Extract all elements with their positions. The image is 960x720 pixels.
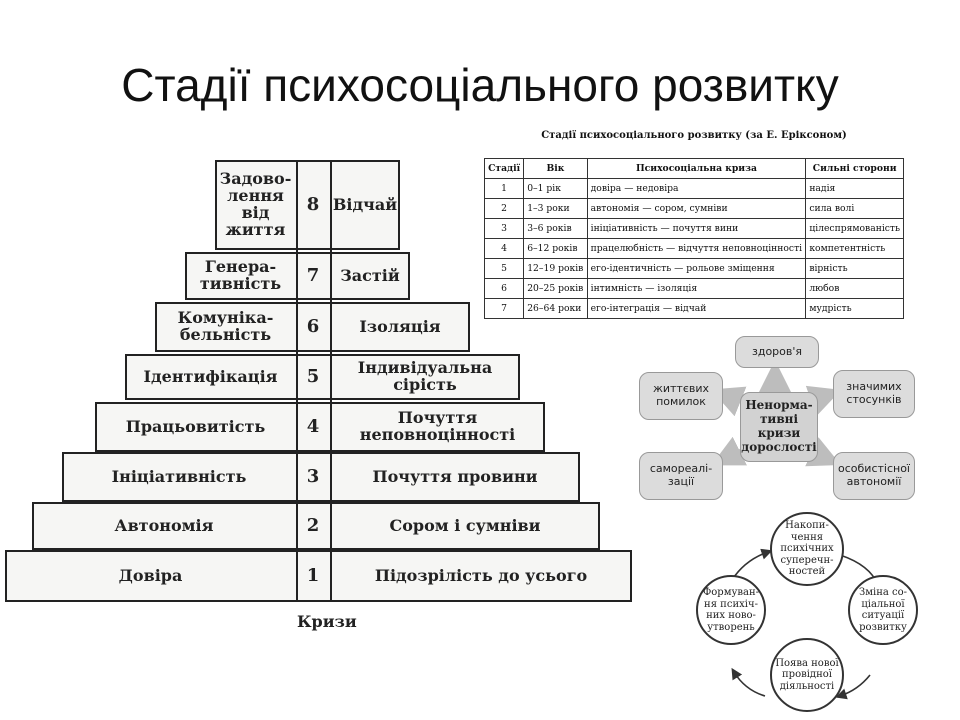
node-significant-relations: значимих стосунків <box>833 370 915 418</box>
cell-crisis: ініціативність — почуття вини <box>586 218 807 239</box>
cell-age: 1–3 роки <box>523 198 588 219</box>
pyramid-strength-1: Довіра <box>118 565 183 585</box>
pyramid-stage-6: 6 <box>306 315 320 337</box>
cell-stage: 5 <box>483 258 525 279</box>
cell-age: 3–6 років <box>523 218 588 239</box>
table-header-row: Стадії Вік Психосоціальна криза Сильні с… <box>483 158 904 179</box>
pyramid-crisis-8: Відчай <box>332 194 398 214</box>
pyramid-crisis-4: Почуття неповноцінності <box>359 408 516 444</box>
pyramid-strength-8: Задово- лення від життя <box>219 169 292 239</box>
cell-crisis: працелюбність — відчуття неповноцінності <box>586 238 807 259</box>
cell-age: 20–25 років <box>523 278 588 299</box>
erikson-stages-table: Стадії Вік Психосоціальна криза Сильні с… <box>483 158 904 319</box>
pyramid-crisis-5: Індивідуальна сірість <box>357 358 493 394</box>
crises-label: Кризи <box>297 612 357 631</box>
node-health: здоров'я <box>735 336 819 368</box>
pyramid-crisis-1: Підозрілість до усього <box>374 565 588 585</box>
pyramid-column-divider-1 <box>296 160 298 602</box>
pyramid-step-3 <box>62 452 580 502</box>
pyramid-strength-4: Працьовитість <box>125 416 266 436</box>
pyramid-crisis-7: Застій <box>340 265 400 285</box>
cell-strength: надія <box>805 178 904 199</box>
pyramid-step-2 <box>32 502 600 550</box>
table-caption: Стадії психосоціального розвитку (за Е. … <box>541 130 847 141</box>
cycle-node-neoformations: Формуван- ня психіч- них ново- утворень <box>696 575 766 645</box>
pyramid-stage-3: 3 <box>306 465 320 487</box>
pyramid-crisis-6: Ізоляція <box>359 316 441 336</box>
pyramid-strength-3: Ініціативність <box>111 466 247 486</box>
pyramid-step-8 <box>215 160 400 250</box>
col-header-age: Вік <box>523 158 588 179</box>
pyramid-strength-5: Ідентифікація <box>143 366 278 386</box>
col-header-strength: Сильні сторони <box>805 158 904 179</box>
cell-age: 0–1 рік <box>523 178 588 199</box>
cell-age: 12–19 років <box>523 258 588 279</box>
cell-stage: 4 <box>483 238 525 259</box>
arrow-lower-left <box>711 436 748 466</box>
cell-crisis: его-ідентичність — рольове зміщення <box>586 258 807 279</box>
pyramid-step-1 <box>5 550 632 602</box>
pyramid-crisis-3: Почуття провини <box>372 466 538 486</box>
cycle-node-contradictions: Накопи- чення психічних суперечн- ностей <box>770 512 844 586</box>
cell-strength: мудрість <box>805 298 904 319</box>
cell-crisis: автономія — сором, сумніви <box>586 198 807 219</box>
arrow-bottom-to-left <box>731 667 766 697</box>
slide-title: Стадії психосоціального розвитку <box>121 59 839 111</box>
cell-strength: сила волі <box>805 198 904 219</box>
pyramid-stage-7: 7 <box>306 264 320 286</box>
cell-stage: 6 <box>483 278 525 299</box>
cell-age: 6–12 років <box>523 238 588 259</box>
cycle-node-social-situation: Зміна со- ціальної ситуації розвитку <box>848 575 918 645</box>
pyramid-stage-8: 8 <box>306 193 320 215</box>
pyramid-strength-7: Генера- тивність <box>199 257 282 293</box>
col-header-stage: Стадії <box>483 158 525 179</box>
node-life-mistakes: життєвих помилок <box>639 372 723 420</box>
col-header-crisis: Психосоціальна криза <box>586 158 807 179</box>
pyramid-stage-1: 1 <box>306 564 320 586</box>
pyramid-strength-2: Автономія <box>114 515 214 535</box>
arrow-upper-left <box>710 386 747 417</box>
cell-strength: вірність <box>805 258 904 279</box>
cell-crisis: его-інтеграція — відчай <box>586 298 807 319</box>
cell-stage: 7 <box>483 298 525 319</box>
pyramid-step-4 <box>95 402 545 452</box>
pyramid-stage-4: 4 <box>306 415 320 437</box>
cell-crisis: інтимність — ізоляція <box>586 278 807 299</box>
pyramid-strength-6: Комуніка- бельність <box>177 308 274 344</box>
pyramid-step-6 <box>155 302 470 352</box>
pyramid-column-divider-2 <box>330 160 332 602</box>
cell-stage: 1 <box>483 178 525 199</box>
node-self-realization: самореалі- зації <box>639 452 723 500</box>
cell-stage: 2 <box>483 198 525 219</box>
cycle-node-leading-activity: Поява нової провідної діяльності <box>770 638 844 712</box>
cell-crisis: довіра — недовіра <box>586 178 807 199</box>
cell-strength: цілеспрямованість <box>805 218 904 239</box>
cell-strength: любов <box>805 278 904 299</box>
pyramid-stage-2: 2 <box>306 514 320 536</box>
node-center-crises: Ненорма- тивні кризи дорослості <box>740 392 818 462</box>
pyramid-stage-5: 5 <box>306 365 320 387</box>
node-personal-autonomy: особистісної автономії <box>833 452 915 500</box>
pyramid-step-5 <box>125 354 520 400</box>
pyramid-crisis-2: Сором і сумніви <box>389 515 541 535</box>
cell-stage: 3 <box>483 218 525 239</box>
arrow-right-to-bottom <box>835 674 871 700</box>
cell-age: 26–64 роки <box>523 298 588 319</box>
cell-strength: компетентність <box>805 238 904 259</box>
